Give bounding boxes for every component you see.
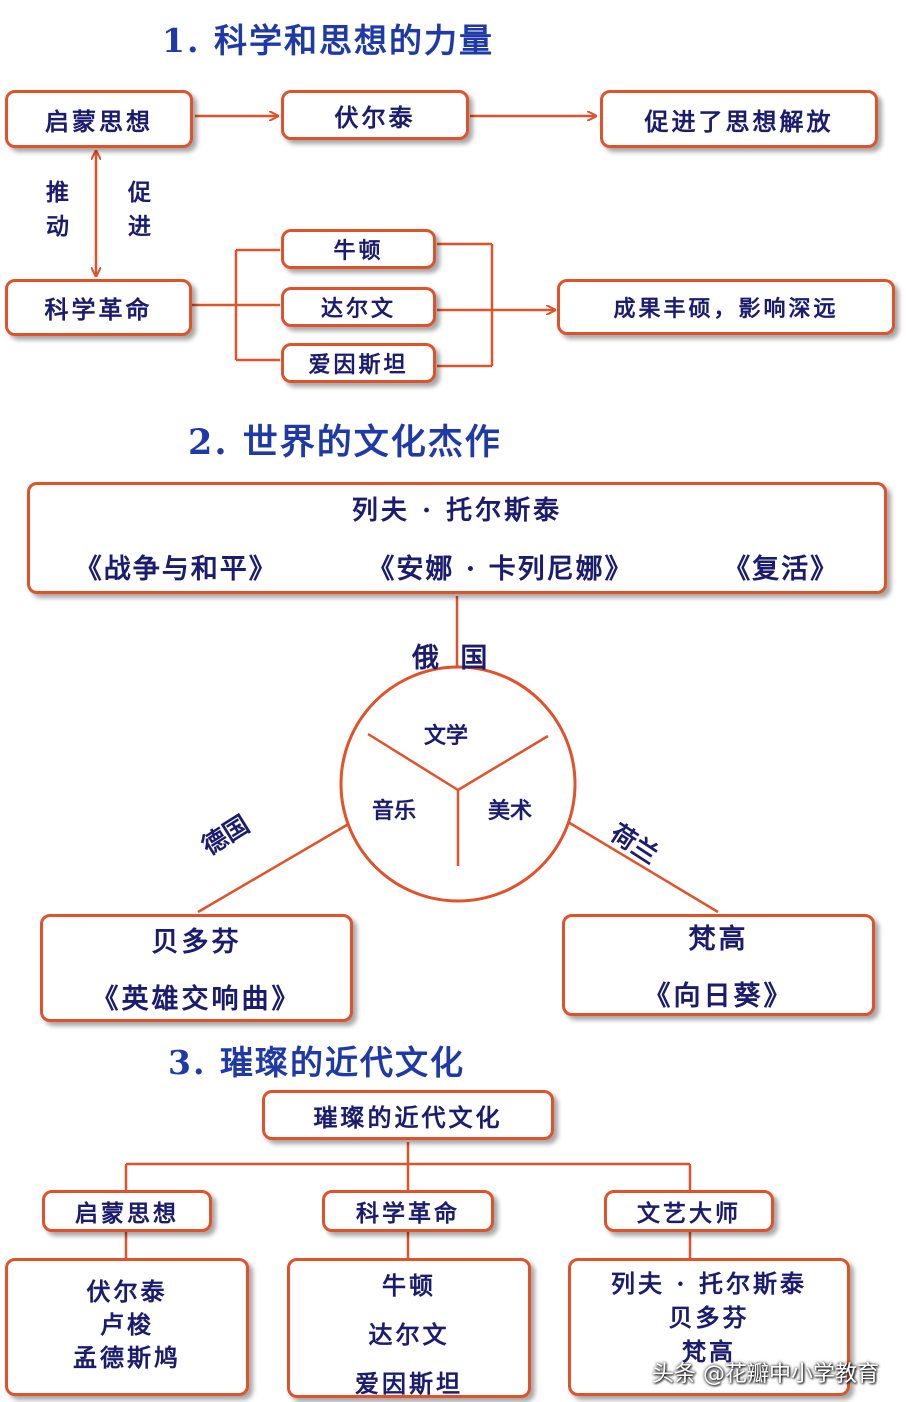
s1-result-box: 成果丰硕，影响深远 [557, 279, 895, 335]
s3-masters-list-box: 列夫 · 托尔斯泰 贝多芬 梵高 [568, 1258, 850, 1396]
beethoven-name: 贝多芬 [151, 927, 242, 958]
s1-sci-rev-box: 科学革命 [5, 279, 192, 336]
work-resurrection: 《复活》 [723, 554, 840, 585]
s3-sci-rev-box: 科学革命 [322, 1190, 494, 1232]
label-push: 推 动 [46, 179, 69, 240]
section1-title: 1. 科学和思想的力量 [162, 21, 494, 60]
s1-voltaire-box: 伏尔泰 [281, 90, 469, 140]
s1-darwin-box: 达尔文 [281, 287, 436, 327]
scientist-darwin: 达尔文 [368, 1320, 450, 1349]
s3-masters-box: 文艺大师 [604, 1190, 774, 1232]
scientist-einstein: 爱因斯坦 [355, 1369, 463, 1398]
work-war-and-peace: 《战争与和平》 [74, 554, 278, 585]
watermark: 头条 @花瓣中小学教育 [652, 1362, 879, 1387]
segment-art: 美术 [488, 798, 533, 824]
label-russia: 俄 国 [412, 643, 494, 674]
section2-title: 2. 世界的文化杰作 [188, 422, 502, 463]
master-tolstoy: 列夫 · 托尔斯泰 [610, 1269, 808, 1298]
thinker-voltaire: 伏尔泰 [86, 1277, 168, 1306]
tolstoy-works: 《战争与和平》 《安娜 · 卡列尼娜》 《复活》 [30, 547, 884, 586]
vangogh-name: 梵高 [688, 924, 749, 955]
vangogh-box: 梵高 《向日葵》 [562, 914, 875, 1016]
work-sunflowers: 《向日葵》 [643, 981, 794, 1012]
s1-enlightenment-box: 启蒙思想 [5, 90, 193, 148]
s3-scientists-box: 牛顿 达尔文 爱因斯坦 [287, 1258, 531, 1398]
scientist-newton: 牛顿 [382, 1271, 436, 1300]
segment-music: 音乐 [372, 798, 417, 824]
thinker-rousseau: 卢梭 [100, 1310, 154, 1339]
section3-title: 3. 璀璨的近代文化 [168, 1043, 465, 1082]
s3-enlightenment-box: 启蒙思想 [42, 1190, 212, 1232]
s1-einstein-box: 爱因斯坦 [281, 343, 436, 383]
segment-literature: 文学 [424, 723, 469, 749]
s3-thinkers-box: 伏尔泰 卢梭 孟德斯鸠 [5, 1258, 249, 1396]
s3-root-box: 璀璨的近代文化 [262, 1090, 554, 1140]
s1-liberation-box: 促进了思想解放 [600, 90, 878, 148]
s1-newton-box: 牛顿 [281, 229, 436, 269]
beethoven-box: 贝多芬 《英雄交响曲》 [40, 914, 353, 1022]
work-eroica: 《英雄交响曲》 [91, 984, 302, 1015]
master-beethoven: 贝多芬 [668, 1303, 750, 1332]
label-promote: 促 进 [128, 179, 151, 240]
tolstoy-name: 列夫 · 托尔斯泰 [351, 496, 563, 526]
arts-circle [339, 665, 577, 903]
master-vangogh: 梵高 [682, 1337, 736, 1366]
tolstoy-box: 列夫 · 托尔斯泰 《战争与和平》 《安娜 · 卡列尼娜》 《复活》 [27, 482, 887, 594]
thinker-montesquieu: 孟德斯鸠 [73, 1343, 181, 1372]
work-anna-karenina: 《安娜 · 卡列尼娜》 [367, 554, 634, 585]
